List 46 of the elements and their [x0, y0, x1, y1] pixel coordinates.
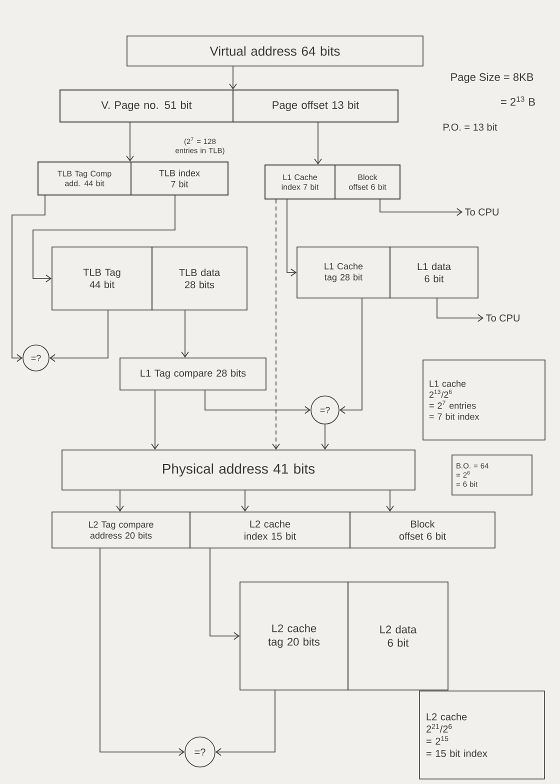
- arrow: [436, 298, 484, 322]
- field-cell: TLB Tag Comp add. 44 bit: [38, 162, 132, 196]
- field-cell: L2 Tag compare address 20 bits: [52, 512, 190, 548]
- field-cell: TLB index 7 bit: [130, 162, 228, 196]
- target-label: To CPU: [486, 314, 520, 322]
- arrow: [241, 490, 249, 512]
- note-text: = 2$^{13}$ B: [501, 96, 535, 106]
- arrow: [49, 310, 108, 362]
- field-cell: L2 cache tag 20 bits: [240, 582, 348, 690]
- target-label: To CPU: [465, 208, 498, 216]
- arrow: [339, 298, 362, 414]
- arrow: [181, 310, 189, 358]
- arrow: [380, 199, 463, 216]
- note-box: L1 cache 2$^{13}$/2$^{6}$ = 2$^{7}$ entries = 7 bit index: [422, 360, 546, 440]
- arrow: [210, 548, 240, 640]
- field-cell: Block offset 6 bit: [334, 164, 400, 200]
- address-box: Physical address 41 bits: [62, 450, 416, 490]
- dashed-arrow: [272, 199, 280, 450]
- field-cell: TLB Tag 44 bit: [52, 246, 152, 310]
- arrow: [229, 66, 237, 90]
- field-cell: TLB data 28 bits: [152, 246, 248, 310]
- arrow: [286, 199, 297, 276]
- field-cell: L1 data 6 bit: [390, 246, 478, 298]
- arrow: [116, 490, 124, 512]
- note-text: P.O. = 13 bit: [444, 123, 498, 131]
- arrow: [126, 122, 134, 162]
- arrow: [204, 390, 311, 414]
- compare-box: L1 Tag compare 28 bits: [120, 358, 266, 390]
- arrow: [12, 195, 46, 362]
- arrow: [386, 490, 394, 512]
- field-cell: L1 Cache tag 28 bit: [296, 246, 390, 298]
- arrow: [151, 390, 159, 450]
- arrow: [321, 424, 329, 450]
- field-cell: V. Page no. 51 bit: [60, 90, 234, 122]
- arrow: [215, 690, 276, 756]
- note-text: Page Size = 8KB: [451, 72, 534, 84]
- note-box: L2 cache 2$^{21}$/2$^{6}$ = 2$^{15}$ = 15 bit index: [419, 690, 545, 780]
- field-cell: Block offset 6 bit: [350, 512, 496, 548]
- field-cell: Page offset 13 bit: [232, 90, 398, 122]
- field-cell: L2 data 6 bit: [348, 582, 448, 690]
- field-cell: L2 cache index 15 bit: [190, 512, 350, 548]
- arrow: [314, 122, 322, 165]
- arrow: [100, 548, 185, 756]
- address-box: Virtual address 64 bits: [126, 36, 424, 66]
- arrow: [32, 195, 176, 282]
- field-cell: L1 Cache index 7 bit: [264, 164, 336, 200]
